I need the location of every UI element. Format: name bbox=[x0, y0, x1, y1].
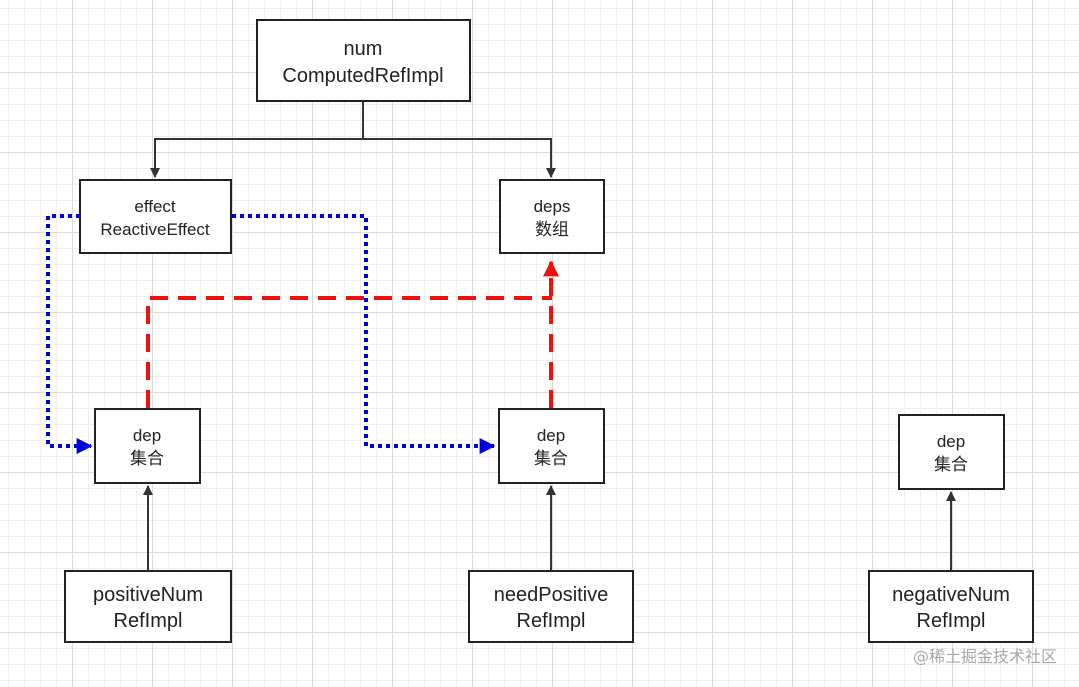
node-dep-mid-name: dep bbox=[537, 426, 565, 445]
node-dep-right-type: 集合 bbox=[934, 455, 968, 474]
node-need-positive-type: RefImpl bbox=[517, 610, 586, 632]
node-negative-num-type: RefImpl bbox=[917, 610, 986, 632]
node-dep-left-name: dep bbox=[133, 426, 161, 445]
node-need-positive-name: needPositive bbox=[494, 584, 609, 606]
node-dep-right-name: dep bbox=[937, 432, 965, 451]
node-effect-type: ReactiveEffect bbox=[100, 220, 210, 239]
node-dep-left-type: 集合 bbox=[130, 449, 164, 468]
node-num-type: ComputedRefImpl bbox=[282, 65, 443, 87]
node-dep-left: dep 集合 bbox=[94, 408, 201, 484]
edge-effect-to-dep-left bbox=[46, 214, 93, 454]
edge-effect-to-dep-mid bbox=[232, 214, 496, 454]
node-deps: deps 数组 bbox=[499, 179, 605, 254]
node-dep-mid-type: 集合 bbox=[534, 449, 568, 468]
node-positive-num: positiveNum RefImpl bbox=[64, 570, 232, 643]
node-dep-right: dep 集合 bbox=[898, 414, 1005, 490]
node-negative-num: negativeNum RefImpl bbox=[868, 570, 1034, 643]
node-need-positive: needPositive RefImpl bbox=[468, 570, 634, 643]
watermark: @稀土掘金技术社区 bbox=[912, 647, 1057, 666]
node-num: num ComputedRefImpl bbox=[256, 19, 471, 102]
node-effect-name: effect bbox=[134, 197, 176, 216]
node-positive-num-name: positiveNum bbox=[93, 584, 203, 606]
edge-num-to-deps bbox=[363, 138, 556, 178]
node-deps-name: deps bbox=[534, 197, 571, 216]
node-dep-mid: dep 集合 bbox=[498, 408, 605, 484]
node-negative-num-name: negativeNum bbox=[892, 584, 1010, 606]
node-deps-type: 数组 bbox=[535, 220, 569, 239]
edge-dep-left-to-deps bbox=[146, 296, 552, 408]
node-positive-num-type: RefImpl bbox=[114, 610, 183, 632]
edge-num-to-effect bbox=[150, 102, 364, 178]
node-num-name: num bbox=[344, 38, 383, 60]
node-effect: effect ReactiveEffect bbox=[79, 179, 232, 254]
